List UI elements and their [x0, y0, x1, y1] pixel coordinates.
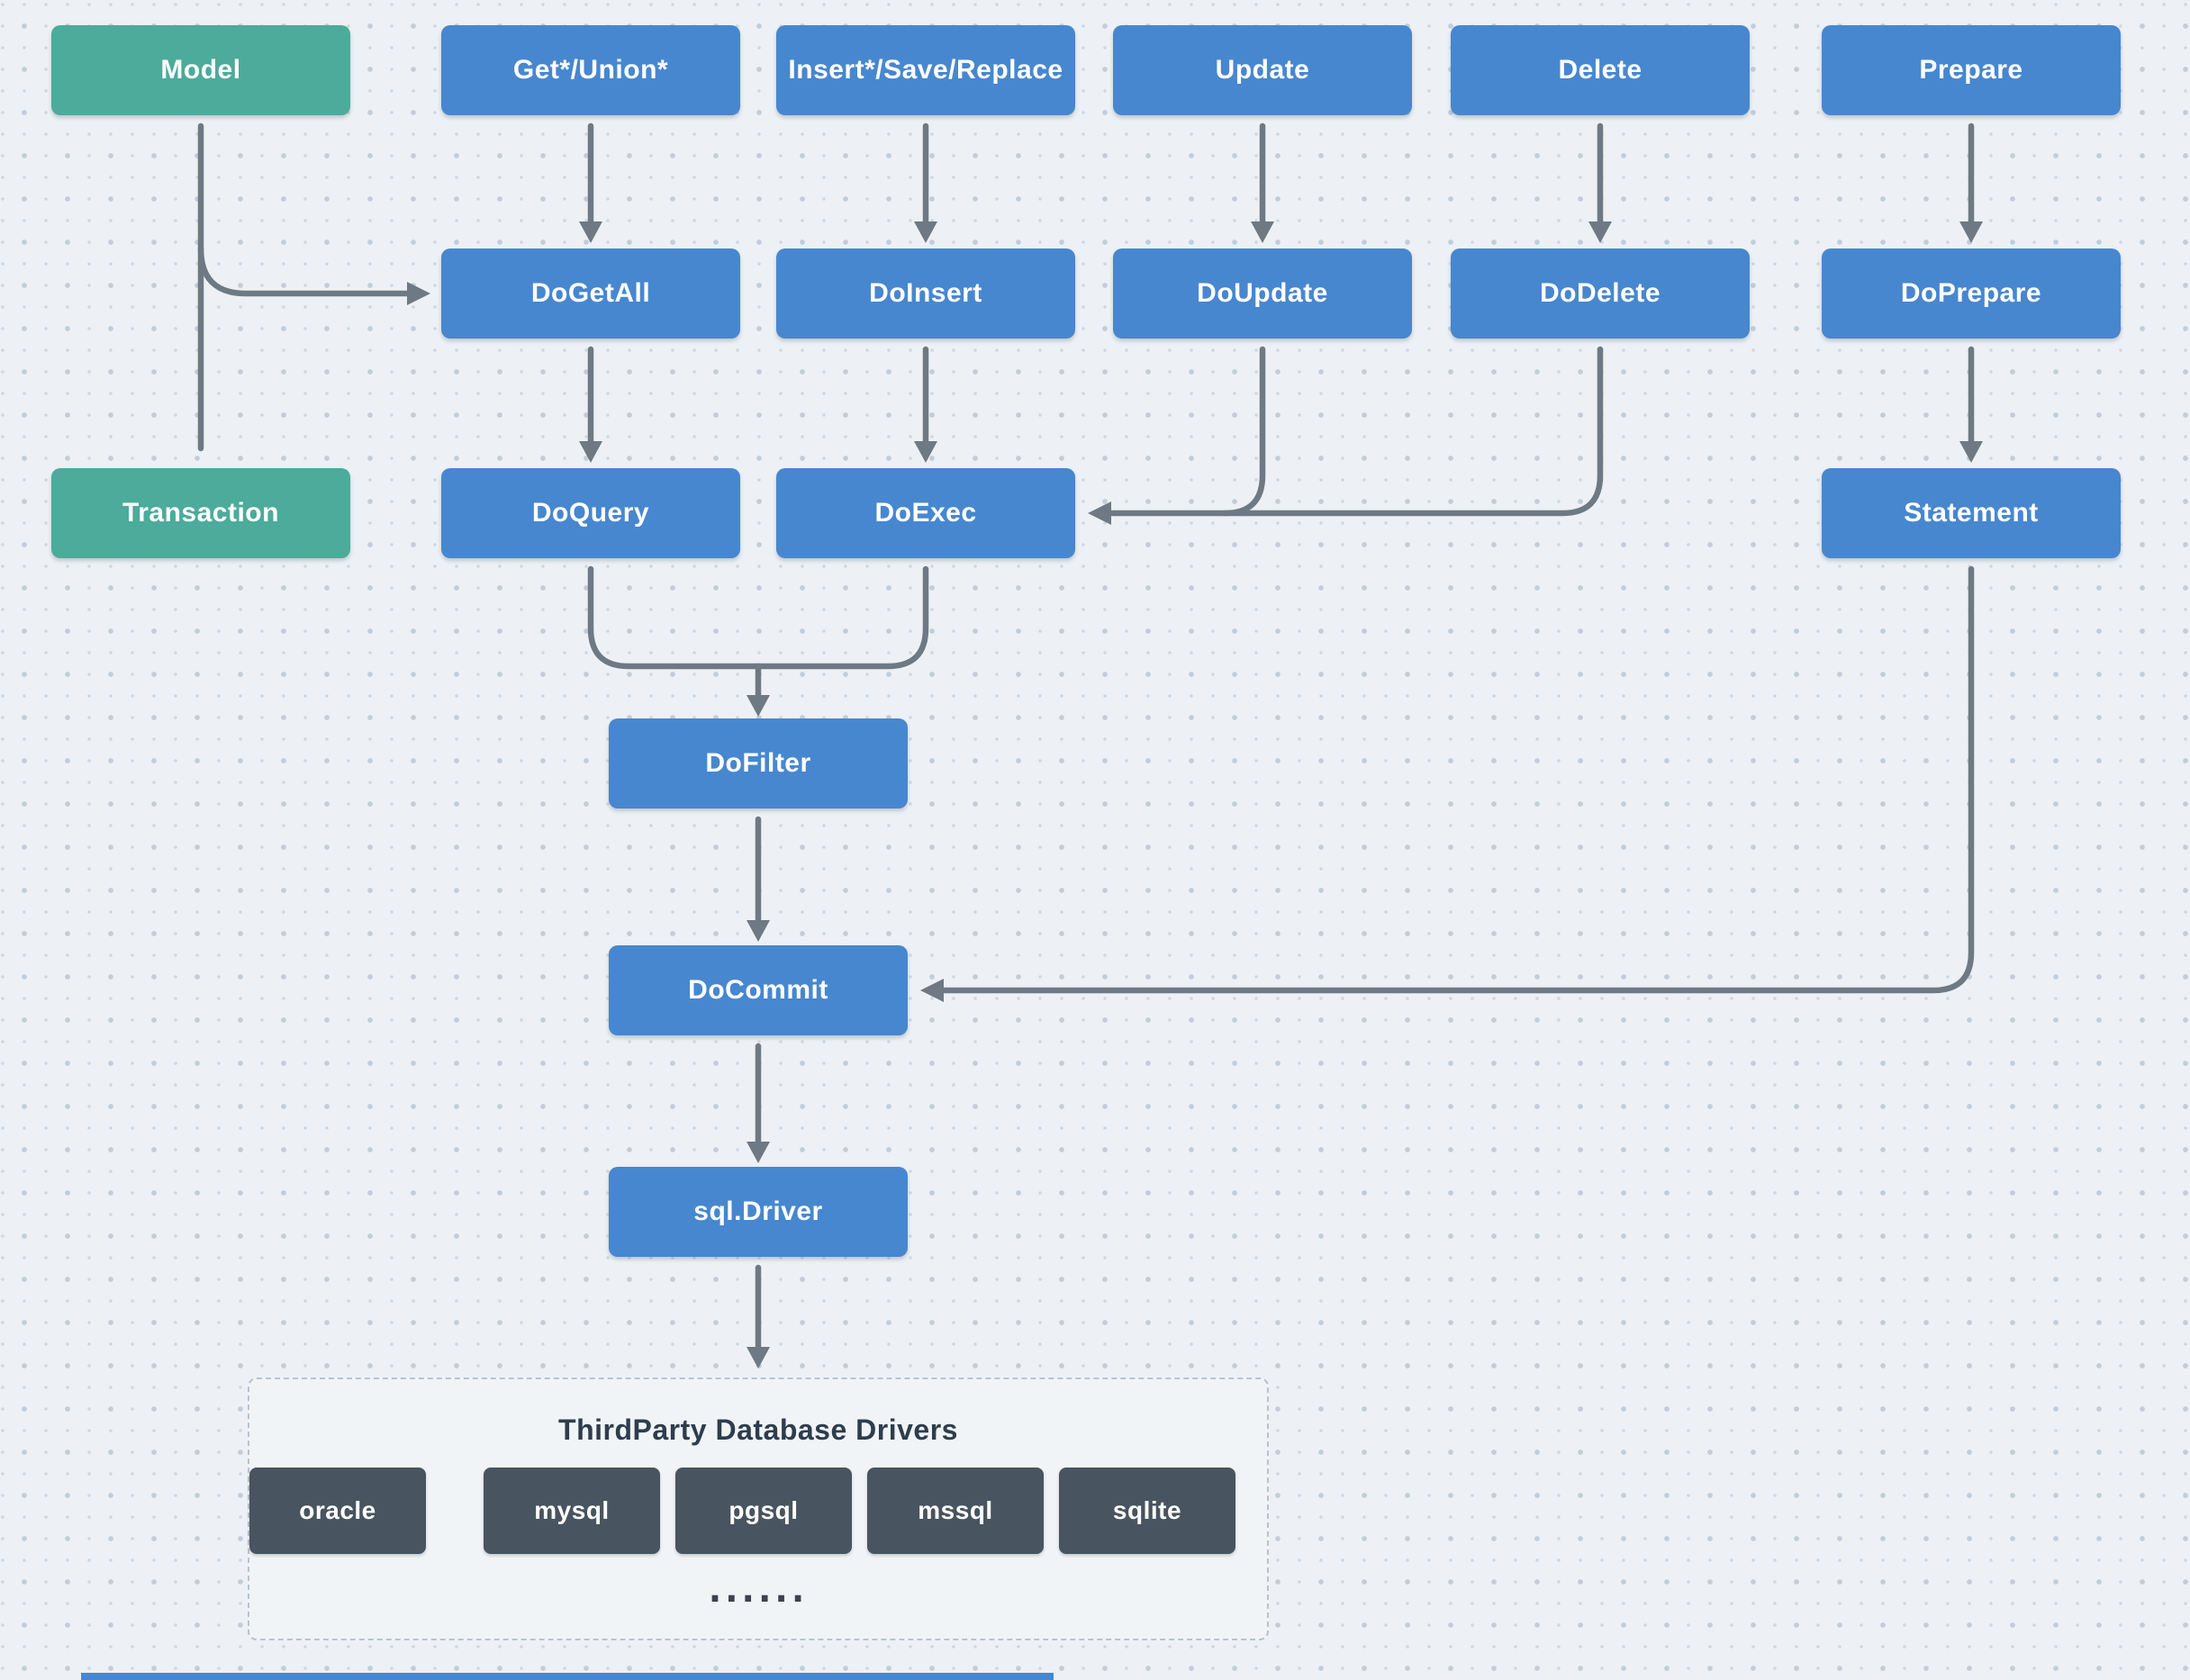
- driver-sqlite: sqlite: [1059, 1468, 1235, 1554]
- connector-doquery-dofilter: [587, 565, 762, 670]
- node-prepare: Prepare: [1822, 25, 2121, 115]
- arrowhead-doupdate: [1251, 221, 1274, 243]
- arrowhead-docommit-right: [920, 979, 944, 1002]
- node-do-query: DoQuery: [441, 468, 740, 558]
- node-model: Model: [51, 25, 350, 115]
- node-do-get-all: DoGetAll: [441, 248, 740, 339]
- arrowhead-dodelete: [1588, 221, 1612, 243]
- arrowhead-sqldriver: [747, 1142, 770, 1163]
- arrowhead-doquery: [579, 441, 602, 463]
- driver-pgsql: pgsql: [675, 1468, 852, 1554]
- connector-dodelete-doexec: [1108, 346, 1604, 517]
- node-sql-driver: sql.Driver: [609, 1167, 908, 1257]
- node-do-update: DoUpdate: [1113, 248, 1412, 339]
- arrowhead-drivers-panel: [747, 1347, 770, 1368]
- node-statement: Statement: [1822, 468, 2121, 558]
- arrowhead-docommit: [747, 920, 770, 942]
- offscreen-node-edge: [81, 1673, 1054, 1680]
- arrowhead-doprepare: [1959, 221, 1983, 243]
- node-transaction: Transaction: [51, 468, 350, 558]
- arrowhead-dofilter: [747, 695, 770, 717]
- drivers-ellipsis: ......: [708, 1570, 809, 1610]
- connector-doexec-dofilter: [755, 565, 929, 670]
- arrowhead-dogetall: [579, 221, 602, 243]
- arrowhead-doexec-right: [1088, 501, 1111, 525]
- node-do-exec: DoExec: [776, 468, 1075, 558]
- arrowhead-statement: [1959, 441, 1983, 463]
- node-do-insert: DoInsert: [776, 248, 1075, 339]
- driver-mssql: mssql: [867, 1468, 1044, 1554]
- thirdparty-drivers-panel: ThirdParty Database Drivers mysql pgsql …: [248, 1377, 1269, 1640]
- arrowhead-doexec: [914, 441, 937, 463]
- arrowhead-model-dogetall: [407, 282, 430, 305]
- connector-statement-docommit: [940, 565, 1975, 994]
- node-do-filter: DoFilter: [609, 718, 908, 808]
- node-update: Update: [1113, 25, 1412, 115]
- node-insert-save-replace: Insert*/Save/Replace: [776, 25, 1075, 115]
- driver-oracle: oracle: [249, 1468, 426, 1554]
- connector-model-dogetall: [197, 245, 411, 297]
- node-get-union: Get*/Union*: [441, 25, 740, 115]
- thirdparty-drivers-title: ThirdParty Database Drivers: [558, 1414, 958, 1446]
- node-delete: Delete: [1451, 25, 1750, 115]
- node-do-delete: DoDelete: [1451, 248, 1750, 339]
- connector-doupdate-doexec: [1221, 346, 1266, 517]
- node-do-prepare: DoPrepare: [1822, 248, 2121, 339]
- node-do-commit: DoCommit: [609, 945, 908, 1035]
- driver-mysql: mysql: [484, 1468, 660, 1554]
- arrowhead-doinsert: [914, 221, 937, 243]
